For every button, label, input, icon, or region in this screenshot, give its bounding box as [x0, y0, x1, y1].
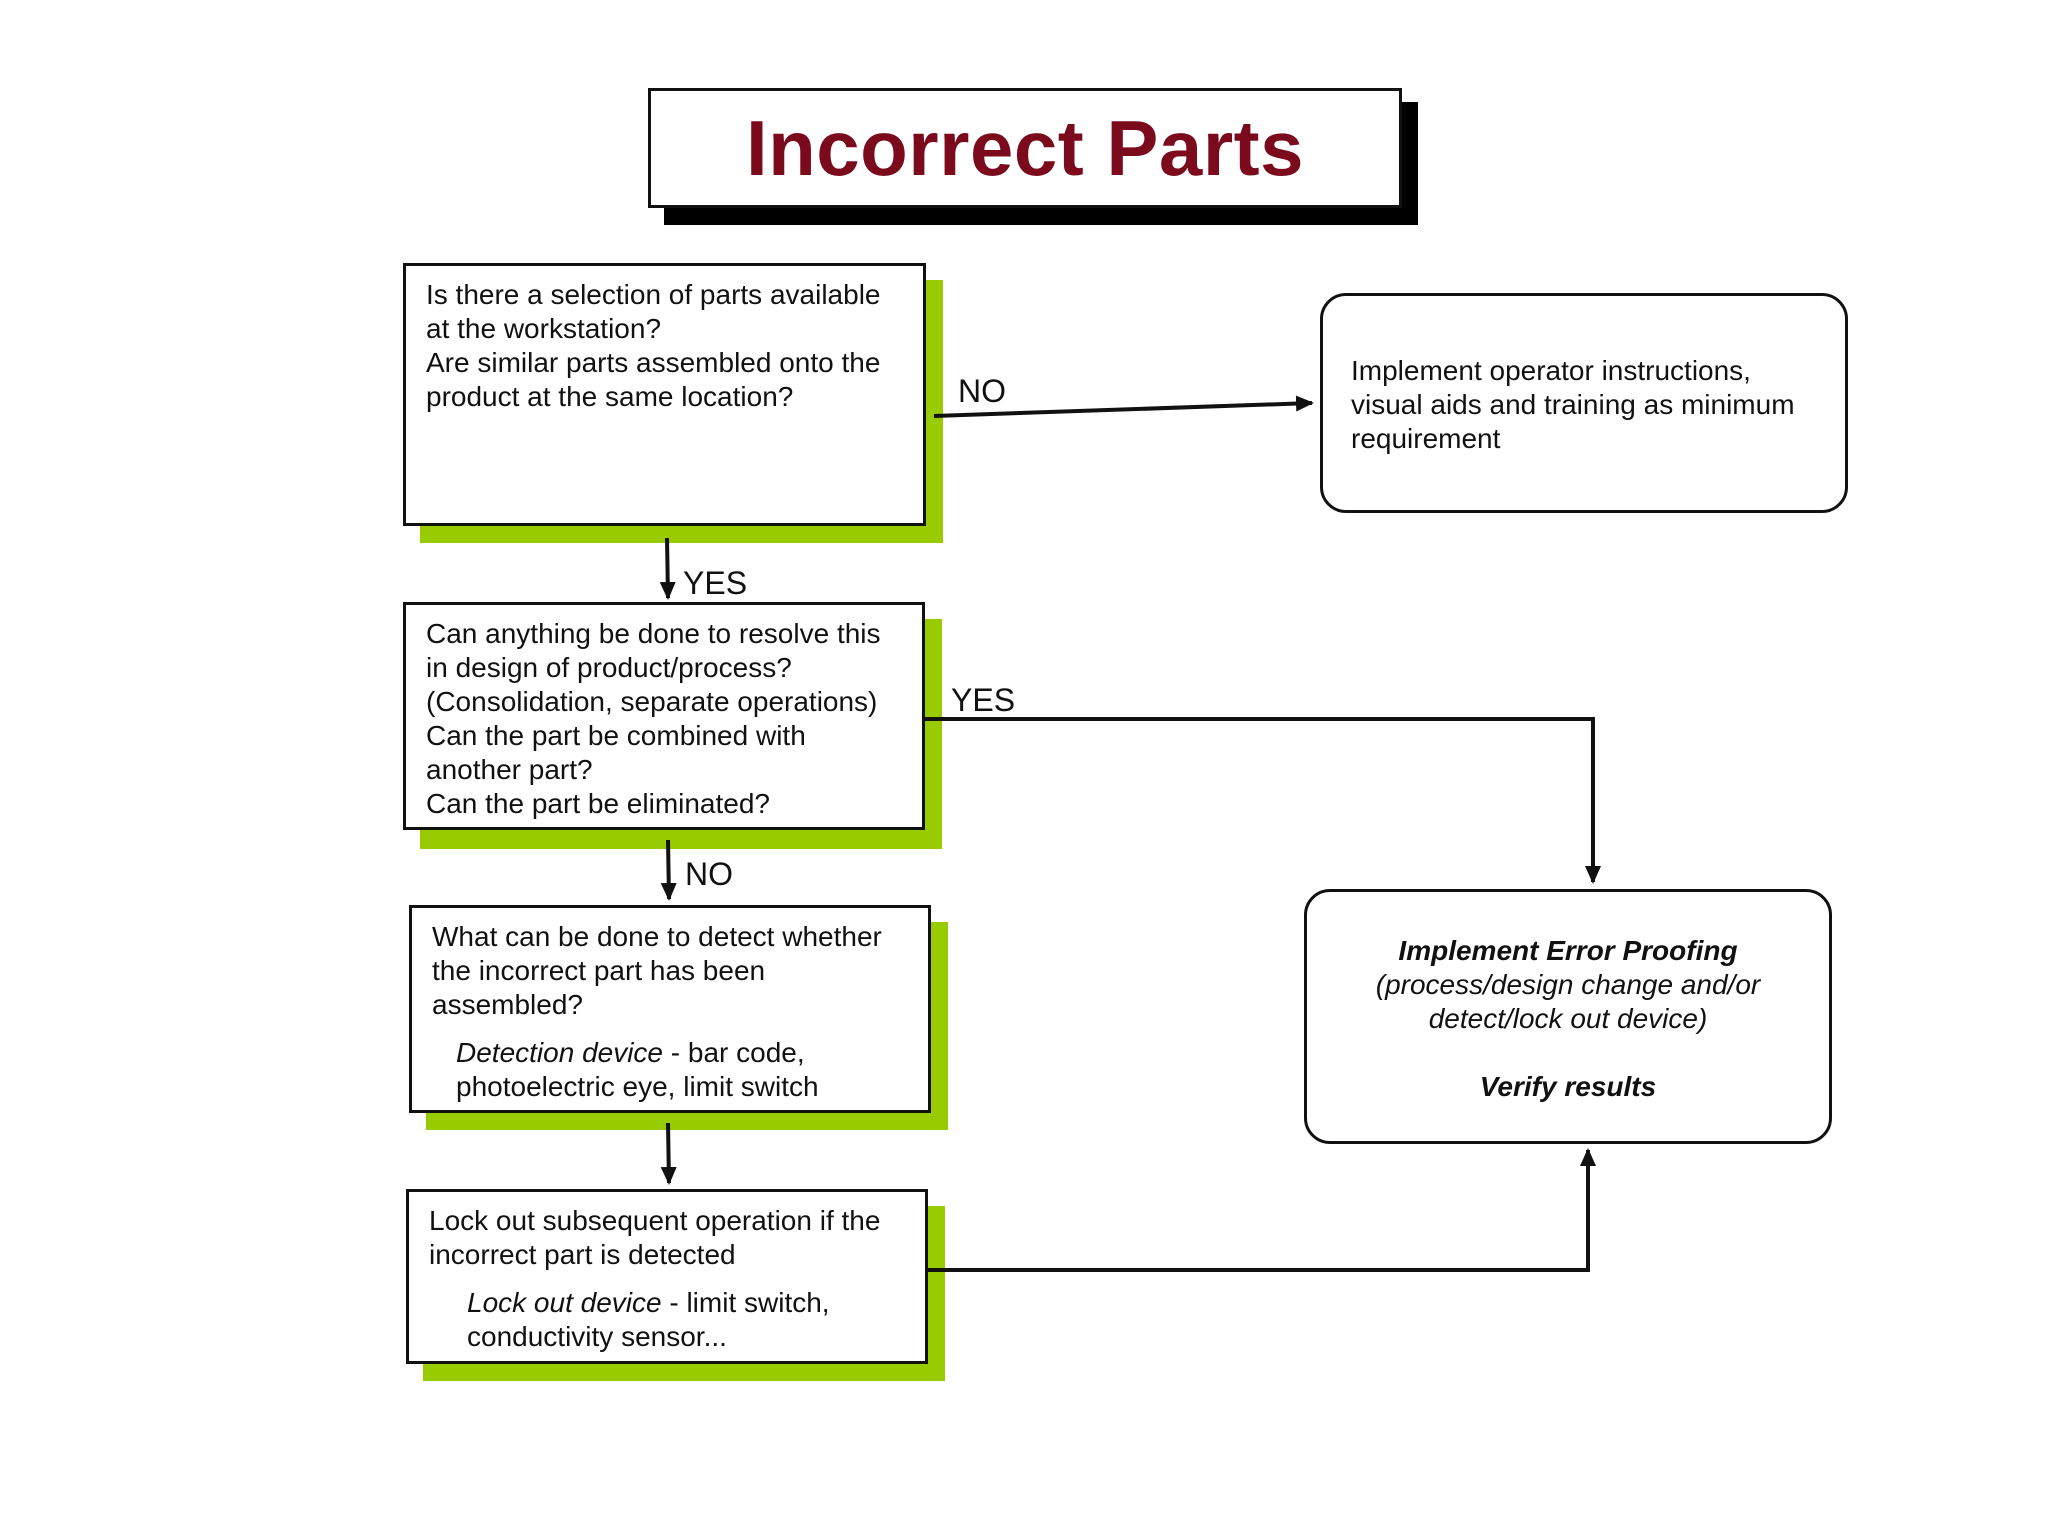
- question-box-lockout: Lock out subsequent operation if the inc…: [406, 1189, 928, 1364]
- q2-line-3: (Consolidation, separate operations): [426, 686, 878, 717]
- q3-line-2: the incorrect part has been: [432, 955, 766, 986]
- q2-line-6: Can the part be eliminated?: [426, 788, 770, 819]
- question-box-detection: What can be done to detect whether the i…: [409, 905, 931, 1113]
- label-q2-yes: YES: [951, 682, 1016, 718]
- result-box-operator-instructions: Implement operator instructions, visual …: [1320, 293, 1848, 513]
- r1-line-1: Implement operator instructions,: [1351, 355, 1751, 386]
- q3-device-label: Detection device: [456, 1037, 664, 1068]
- q3-line-1: What can be done to detect whether: [432, 921, 882, 952]
- q3-device-text: - bar code,: [663, 1037, 805, 1068]
- q2-line-5: another part?: [426, 754, 593, 785]
- q1-line-4: product at the same location?: [426, 381, 794, 412]
- result-box-error-proofing: Implement Error Proofing (process/design…: [1304, 889, 1832, 1144]
- r2-line-2: detect/lock out device): [1428, 1003, 1708, 1034]
- q4-line-2: incorrect part is detected: [429, 1239, 736, 1270]
- q4-line-1: Lock out subsequent operation if the: [429, 1205, 881, 1236]
- q3-device-line-2: photoelectric eye, limit switch: [456, 1071, 819, 1102]
- q2-line-2: in design of product/process?: [426, 652, 792, 683]
- q4-device-text: - limit switch,: [661, 1287, 830, 1318]
- q4-device-line: Lock out device - limit switch,: [429, 1286, 907, 1320]
- arrow-q1-yes-to-q2: [659, 537, 676, 600]
- arrow-q2-yes-to-r2: [925, 717, 1601, 884]
- question-box-parts-selection: Is there a selection of parts available …: [403, 263, 926, 526]
- label-q1-yes: YES: [683, 565, 748, 601]
- r2-heading: Implement Error Proofing: [1398, 935, 1738, 966]
- r1-line-3: requirement: [1351, 423, 1501, 454]
- q1-line-1: Is there a selection of parts available: [426, 279, 881, 310]
- q3-line-3: assembled?: [432, 989, 583, 1020]
- r2-footer: Verify results: [1479, 1071, 1657, 1102]
- q2-line-4: Can the part be combined with: [426, 720, 806, 751]
- q2-line-1: Can anything be done to resolve this: [426, 618, 881, 649]
- q1-line-3: Are similar parts assembled onto the: [426, 347, 881, 378]
- r1-line-2: visual aids and training as minimum: [1351, 389, 1795, 420]
- q1-line-2: at the workstation?: [426, 313, 662, 344]
- label-q1-no: NO: [958, 373, 1006, 409]
- q3-device-line: Detection device - bar code,: [432, 1036, 910, 1070]
- arrow-q1-no-to-r1: [933, 395, 1314, 418]
- label-q2-no: NO: [685, 856, 733, 892]
- title-box: Incorrect Parts: [648, 88, 1402, 208]
- q4-device-label: Lock out device: [467, 1287, 662, 1318]
- arrow-q3-to-q4: [660, 1122, 677, 1185]
- question-box-design-resolution: Can anything be done to resolve this in …: [403, 602, 925, 830]
- r2-line-1: (process/design change and/or: [1375, 969, 1761, 1000]
- page-title: Incorrect Parts: [745, 103, 1305, 192]
- arrow-q2-no-to-q3: [660, 839, 677, 901]
- q4-device-line-2: conductivity sensor...: [467, 1321, 727, 1352]
- arrow-q4-to-r2: [928, 1148, 1596, 1272]
